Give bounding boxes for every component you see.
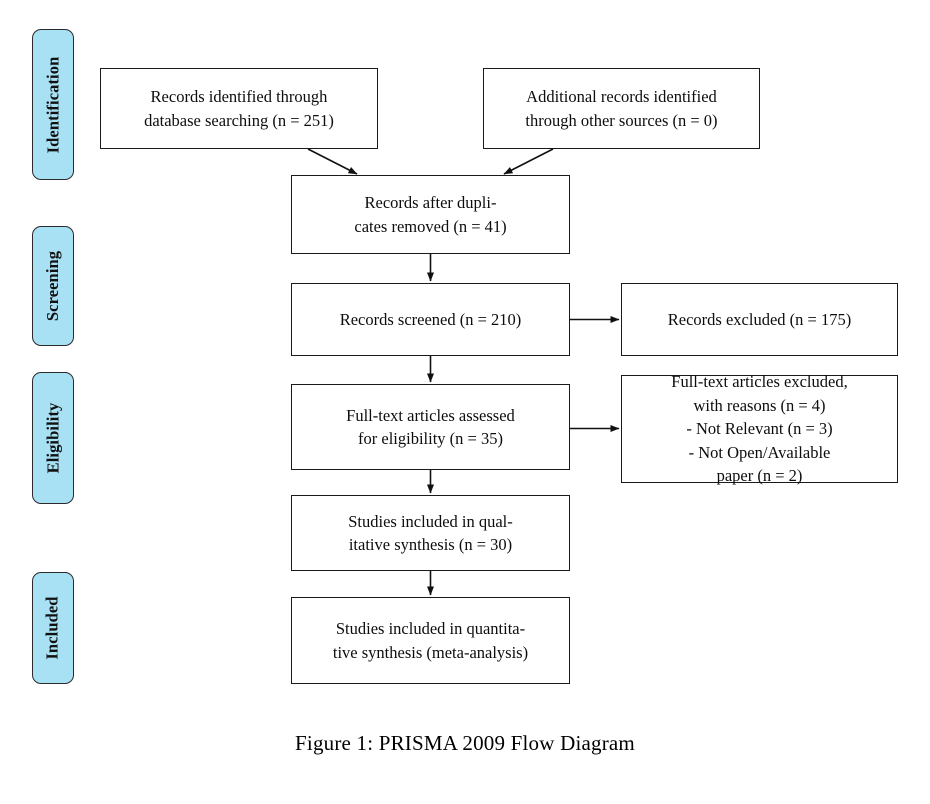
box-studies-included-qualitative: Studies included in qual- itative synthe… [291, 495, 570, 571]
edge-database-to-duplicates [307, 148, 358, 175]
box-additional-records-other-sources-text: Additional records identified through ot… [525, 87, 718, 130]
edge-other-sources-to-duplicates [503, 148, 554, 175]
stage-pill-included: Included [32, 572, 74, 684]
box-records-identified-database-text: Records identified through database sear… [144, 87, 334, 130]
box-full-text-articles-assessed: Full-text articles assessed for eligibil… [291, 384, 570, 470]
box-records-identified-database: Records identified through database sear… [100, 68, 378, 149]
box-studies-included-quantitative-text: Studies included in quantita- tive synth… [332, 619, 529, 662]
stage-pill-eligibility: Eligibility [32, 372, 74, 504]
box-records-excluded: Records excluded (n = 175) [621, 283, 898, 356]
box-full-text-articles-excluded-text: Full-text articles excluded, with reason… [671, 372, 848, 486]
box-records-screened: Records screened (n = 210) [291, 283, 570, 356]
box-records-after-duplicates-removed: Records after dupli- cates removed (n = … [291, 175, 570, 254]
box-additional-records-other-sources: Additional records identified through ot… [483, 68, 760, 149]
stage-pill-identification: Identification [32, 29, 74, 180]
box-records-screened-text: Records screened (n = 210) [339, 309, 522, 329]
box-full-text-articles-assessed-text: Full-text articles assessed for eligibil… [346, 405, 515, 448]
box-records-after-duplicates-removed-text: Records after dupli- cates removed (n = … [354, 193, 507, 236]
box-studies-included-quantitative: Studies included in quantita- tive synth… [291, 597, 570, 684]
stage-label-eligibility: Eligibility [43, 402, 63, 474]
stage-pill-screening: Screening [32, 226, 74, 346]
box-full-text-articles-excluded: Full-text articles excluded, with reason… [621, 372, 898, 485]
stage-label-identification: Identification [43, 56, 63, 153]
stage-label-screening: Screening [43, 250, 63, 322]
box-records-excluded-text: Records excluded (n = 175) [667, 309, 852, 329]
stage-label-included: Included [43, 596, 63, 660]
box-studies-included-qualitative-text: Studies included in qual- itative synthe… [348, 511, 513, 554]
figure-caption: Figure 1: PRISMA 2009 Flow Diagram [295, 731, 635, 755]
